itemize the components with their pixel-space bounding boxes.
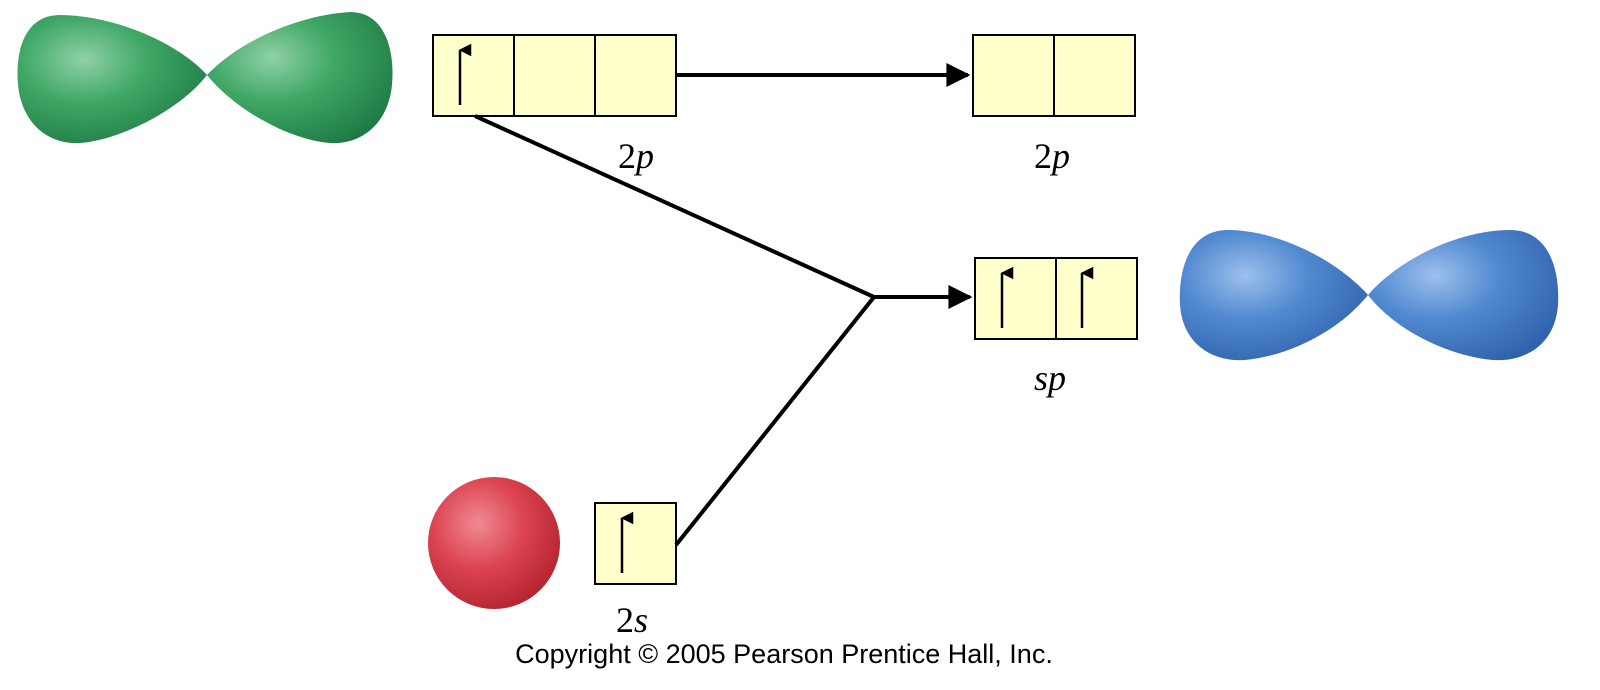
orbital-box bbox=[594, 34, 677, 117]
orbital-box bbox=[1055, 257, 1138, 340]
label-2s: 2s bbox=[616, 600, 648, 640]
sp-orbital-shape bbox=[1179, 230, 1559, 361]
orbital-box bbox=[1053, 34, 1136, 117]
orbital-boxes-2p-unhybridized bbox=[972, 34, 1136, 117]
label-sp: sp bbox=[1034, 358, 1066, 398]
orbital-box bbox=[974, 257, 1057, 340]
orbital-box bbox=[513, 34, 596, 117]
p-to-hybrid-line bbox=[474, 114, 875, 299]
label-2p: 2p bbox=[618, 136, 654, 176]
label-2p-unhybridized: 2p bbox=[1034, 136, 1070, 176]
orbital-boxes-sp bbox=[974, 257, 1138, 340]
orbital-boxes-2p bbox=[432, 34, 677, 117]
orbital-box-2s bbox=[594, 502, 677, 585]
s-to-hybrid-line bbox=[674, 295, 876, 547]
p-orbital-shape bbox=[17, 12, 393, 144]
orbital-box bbox=[594, 502, 677, 585]
orbital-box bbox=[432, 34, 515, 117]
copyright-notice: Copyright © 2005 Pearson Prentice Hall, … bbox=[515, 639, 1053, 669]
s-orbital-shape bbox=[428, 477, 560, 609]
orbital-box bbox=[972, 34, 1055, 117]
